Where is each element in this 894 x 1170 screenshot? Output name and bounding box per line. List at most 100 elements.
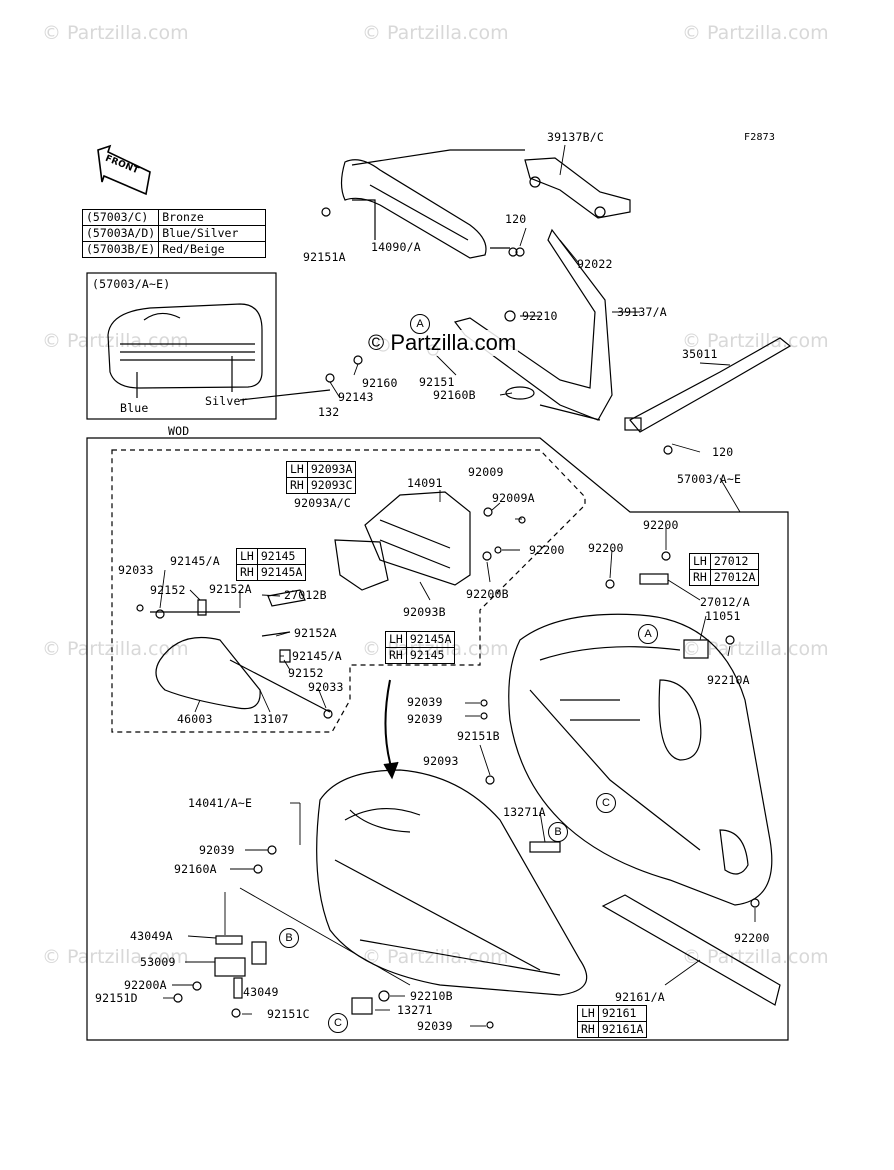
color-table: (57003/C)Bronze (57003A/D)Blue/Silver (5…: [81, 209, 267, 258]
side: RH: [577, 1021, 599, 1038]
side: RH: [286, 477, 308, 494]
leader-lines: [159, 144, 756, 1027]
part-number: 92145A: [405, 631, 456, 648]
hinge-spring-art: [150, 589, 306, 663]
part-label: 92200A: [124, 978, 167, 992]
side: LH: [236, 548, 258, 565]
part-label: 11051: [705, 609, 741, 623]
color-name: Blue/Silver: [158, 225, 267, 242]
color-row: (57003B/E)Red/Beige: [81, 241, 267, 258]
color-code: (57003B/E): [81, 241, 160, 258]
assembly-arrow: [384, 679, 393, 771]
leader-line: [352, 199, 510, 249]
mounting-bracket-art: [364, 491, 471, 586]
part-label: 120: [505, 212, 527, 226]
part-label: 92200: [734, 931, 770, 945]
part-label: 39137B/C: [547, 130, 604, 144]
inset-title: (57003/A~E): [92, 277, 171, 291]
part-label: 92152A: [294, 626, 337, 640]
watermark: © Partzilla.com: [682, 22, 829, 44]
part-label: 92033: [308, 680, 344, 694]
bracket-11051-art: [683, 639, 709, 659]
watermark: © Partzilla.com: [42, 638, 189, 660]
color-code: (57003/C): [81, 209, 160, 226]
part-label: 92160A: [174, 862, 217, 876]
part-label: 27012/A: [700, 595, 750, 609]
inset-frame: [86, 272, 277, 420]
part-label: 92210B: [410, 989, 453, 1003]
color-row: (57003A/D)Blue/Silver: [81, 225, 267, 242]
bracket-13271-art: [351, 997, 373, 1015]
part-label: 13271: [397, 1003, 433, 1017]
watermark: © Partzilla.com: [42, 946, 189, 968]
watermark: © Partzilla.com: [362, 946, 509, 968]
part-label: 14090/A: [371, 240, 421, 254]
part-label: 92151A: [303, 250, 346, 264]
color-name: Bronze: [158, 209, 267, 226]
part-label: 39137/A: [617, 305, 667, 319]
part-label: 92152: [288, 666, 324, 680]
side: LH: [577, 1005, 599, 1022]
part-label: 43049A: [130, 929, 173, 943]
part-label: 92009A: [492, 491, 535, 505]
part-label: 27012B: [284, 588, 327, 602]
part-label: 92152A: [209, 582, 252, 596]
part-label: 92200: [643, 518, 679, 532]
part-label: 92093: [423, 754, 459, 768]
center-watermark: © Partzilla.com: [366, 330, 519, 356]
part-label: 92039: [407, 712, 443, 726]
fastener-markers: [136, 207, 760, 1029]
bracket-art: [524, 157, 631, 219]
lid-art: [155, 636, 331, 713]
side: RH: [236, 564, 258, 581]
part-label: 120: [712, 445, 734, 459]
part-number: 92145: [256, 548, 307, 565]
part-number: 92093C: [306, 477, 357, 494]
part-label: 132: [318, 405, 340, 419]
part-number: 92145A: [256, 564, 307, 581]
part-label: 53009: [140, 955, 176, 969]
part-label: 92160: [362, 376, 398, 390]
part-number: 92145: [405, 647, 456, 664]
part-number: 27012A: [709, 569, 760, 586]
callout-a: A: [638, 624, 658, 644]
color-code: (57003A/D): [81, 225, 160, 242]
bracket-27012-art: [639, 573, 669, 585]
part-label: 92151B: [457, 729, 500, 743]
watermark: © Partzilla.com: [42, 330, 189, 352]
part-label: 92145/A: [292, 649, 342, 663]
part-label: 92022: [577, 257, 613, 271]
part-label: 43049: [243, 985, 279, 999]
part-label: 46003: [177, 712, 213, 726]
part-label: 92210A: [707, 673, 750, 687]
leader-line: [351, 149, 525, 166]
main-frame: [86, 437, 789, 1041]
bracket-13271A-art: [529, 841, 561, 853]
callout-c: C: [328, 1013, 348, 1033]
part-label: 92152: [150, 583, 186, 597]
part-label: 13107: [253, 712, 289, 726]
part-label: 92151: [419, 375, 455, 389]
inset-right-label: Silver: [205, 394, 248, 408]
part-number: 27012: [709, 553, 760, 570]
callout-b: B: [279, 928, 299, 948]
watermark: © Partzilla.com: [682, 946, 829, 968]
plate-art: [334, 539, 389, 591]
watermark: © Partzilla.com: [682, 638, 829, 660]
part-label: 92093B: [403, 605, 446, 619]
wod-label: WOD: [168, 424, 190, 438]
part-number: 92161A: [597, 1021, 648, 1038]
part-label: 57003/A~E: [677, 472, 742, 486]
grab-rail-art: [340, 159, 487, 259]
part-label: 92161/A: [615, 990, 665, 1004]
part-number: 92161: [597, 1005, 648, 1022]
leader-line: [239, 389, 601, 421]
callout-b: B: [548, 822, 568, 842]
figure-id: F2873: [744, 132, 776, 143]
color-row: (57003/C)Bronze: [81, 209, 267, 226]
